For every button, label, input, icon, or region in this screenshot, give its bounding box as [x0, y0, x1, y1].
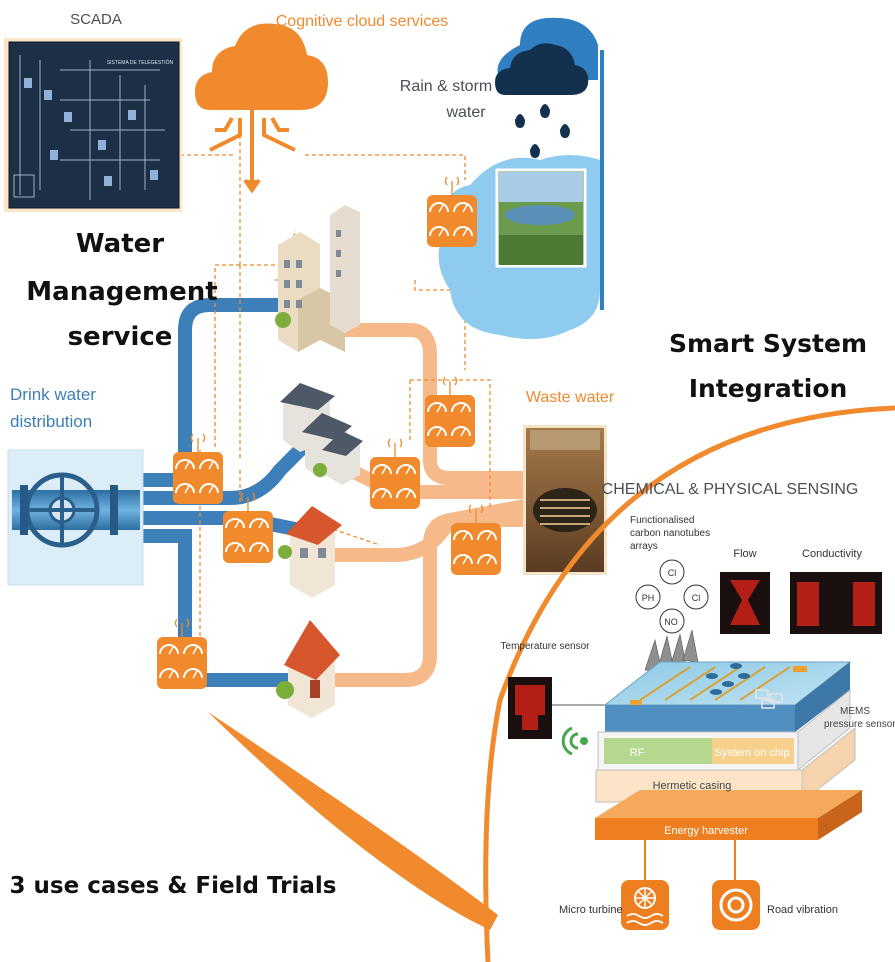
sensor-node-icon	[157, 618, 207, 689]
cnt-label-1: Functionalised	[630, 515, 694, 526]
ion-no3: NO	[664, 617, 678, 627]
cognitive-cloud-icon	[195, 23, 328, 194]
water-mgmt-line1: Water	[76, 229, 164, 259]
sensor-node-icon	[370, 438, 420, 509]
energy-label: Energy harvester	[664, 825, 748, 837]
road-vibration-icon	[712, 880, 760, 930]
micro-turbine-label: Micro turbine	[559, 904, 623, 916]
mems-label-2: pressure sensor	[824, 719, 895, 730]
smart-chip-stack	[561, 661, 862, 840]
smart-system-arc	[208, 405, 895, 962]
sensor-node-icon	[223, 492, 273, 563]
ion-cl-top: Cl	[668, 568, 677, 578]
drink-label-2: distribution	[10, 412, 92, 431]
conductivity-label: Conductivity	[802, 548, 862, 560]
scada-panel-title: SISTEMA DE TELEGESTIÓN	[107, 59, 174, 66]
soc-label: System on chip	[714, 747, 789, 759]
use-cases-label: 3 use cases & Field Trials	[10, 873, 337, 899]
temperature-label: Temperature sensor	[501, 641, 591, 652]
conductivity-sensor-icon	[790, 572, 882, 634]
rain-label-2: water	[445, 104, 486, 121]
smart-line1: Smart System	[669, 329, 867, 358]
sensor-node-icon	[451, 504, 501, 575]
mems-label-1: MEMS	[840, 706, 870, 717]
cnt-label-2: carbon nanotubes	[630, 528, 710, 539]
cottage	[276, 620, 340, 718]
temperature-sensor-icon	[508, 677, 552, 739]
flow-label: Flow	[733, 548, 756, 560]
water-mgmt-line3: service	[68, 322, 173, 352]
road-vibration-label: Road vibration	[767, 904, 838, 916]
ion-ph: PH	[642, 593, 655, 603]
flow-sensor-icon	[720, 572, 770, 634]
rain-label-1: Rain & storm	[400, 78, 492, 95]
hermetic-label: Hermetic casing	[653, 780, 732, 792]
drink-label-1: Drink water	[10, 385, 96, 404]
sensing-title: CHEMICAL & PHYSICAL SENSING	[602, 481, 859, 498]
cnt-label-3: arrays	[630, 541, 658, 552]
row-houses	[280, 383, 363, 485]
scada-panel: SISTEMA DE TELEGESTIÓN	[4, 38, 182, 212]
smart-line2: Integration	[689, 374, 848, 403]
sensor-node-icon	[427, 176, 477, 247]
micro-turbine-icon	[621, 880, 669, 930]
ion-circles	[635, 559, 709, 634]
detached-house	[278, 506, 342, 598]
waste-water-pipes	[313, 323, 537, 687]
sensor-node-icon	[173, 433, 223, 504]
sensor-nodes	[157, 176, 501, 689]
waste-label: Waste water	[526, 389, 615, 406]
rf-label: RF	[630, 747, 645, 759]
harvester-leaders	[644, 840, 736, 880]
water-mgmt-line2: Management	[26, 277, 217, 307]
cloud-label: Cognitive cloud services	[276, 13, 449, 30]
scada-label: SCADA	[70, 11, 122, 28]
apartment-buildings	[275, 205, 360, 352]
waste-water-plant	[523, 425, 607, 575]
drink-valve-panel	[7, 449, 144, 586]
sensor-node-icon	[425, 376, 475, 447]
rain-storm-area	[438, 17, 604, 339]
ion-cl-right: Cl	[692, 593, 701, 603]
